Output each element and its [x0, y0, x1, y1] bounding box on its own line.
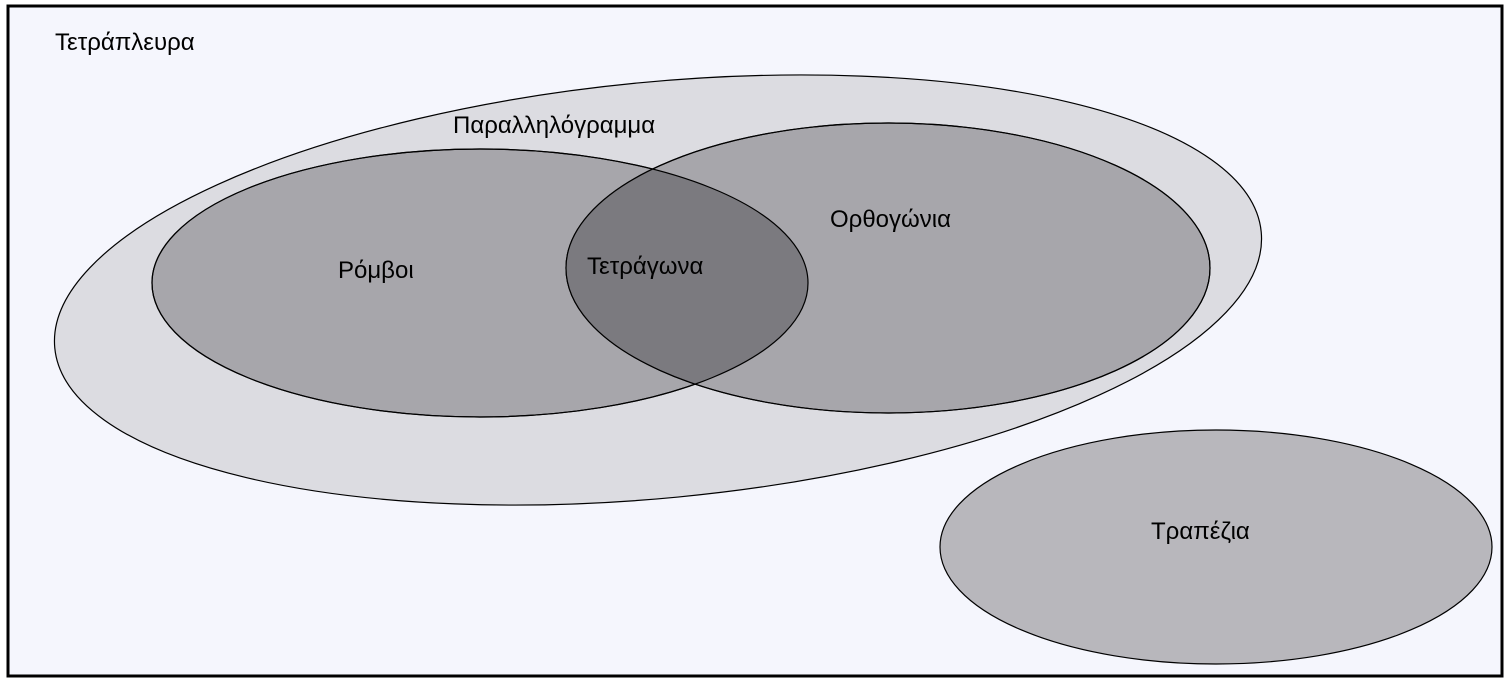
rhombi-label: Ρόμβοι [338, 257, 414, 284]
trapezoids-label: Τραπέζια [1151, 518, 1250, 545]
squares-intersection [566, 149, 808, 413]
squares-label: Τετράγωνα [587, 253, 703, 280]
quadrilaterals-label: Τετράπλευρα [55, 29, 195, 56]
rhombi-outline [151, 148, 809, 418]
rectangles-label: Ορθογώνια [830, 206, 951, 233]
parallelograms-label: Παραλληλόγραμμα [453, 112, 655, 139]
rectangles-outline [565, 122, 1211, 414]
trapezoids-set [939, 429, 1493, 665]
